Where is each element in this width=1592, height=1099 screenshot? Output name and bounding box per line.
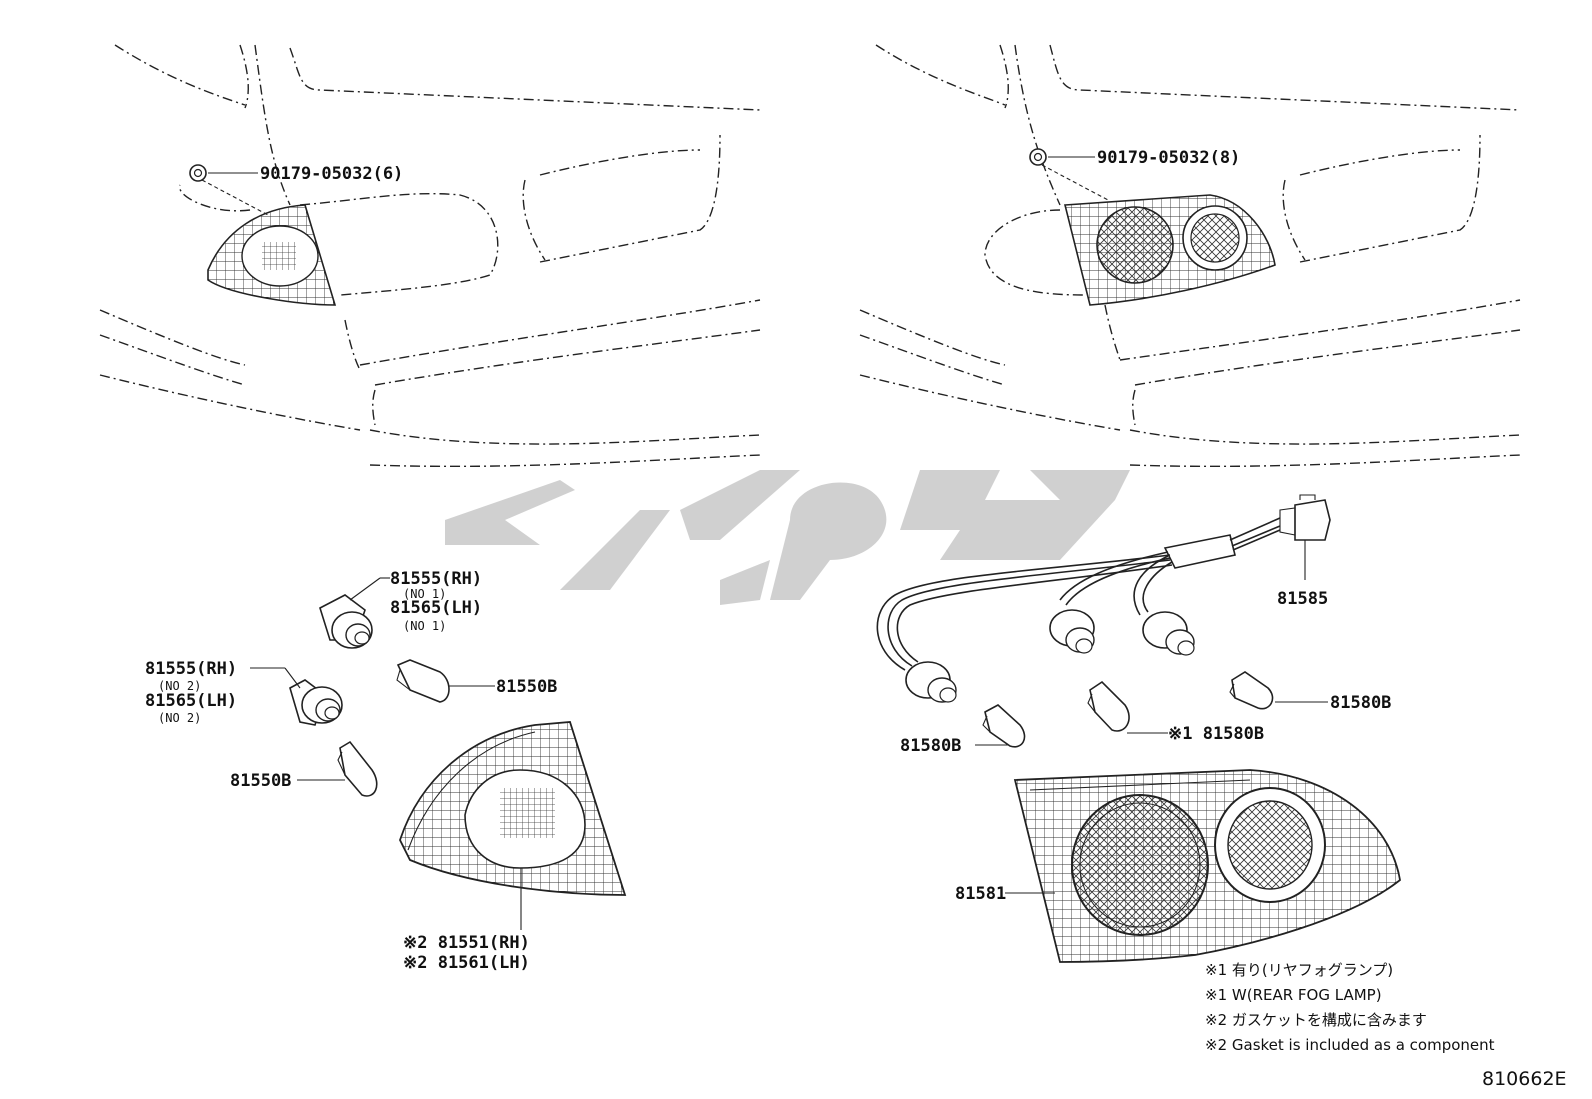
bulb-right-a (1229, 671, 1274, 710)
bulb-left-a (982, 704, 1026, 748)
label-socket-no2-lh: 81565(LH) (145, 691, 237, 711)
label-socket-no1-tag-a: (NO 1) (403, 587, 446, 601)
lens-assembly-left (399, 721, 627, 896)
label-screw-left: 90179-05032(6) (260, 164, 403, 184)
inner-lamp-right (1013, 769, 1401, 963)
label-bulb-upper: 81550B (496, 677, 557, 697)
label-socket-no2-tag-a: (NO 2) (158, 679, 201, 693)
label-bulb-fog: ※1 81580B (1168, 724, 1264, 744)
bulb-upper (396, 659, 450, 703)
label-socket-no1-lh: 81565(LH) (390, 598, 482, 618)
footnotes: ※1 有り(リヤフォグランプ) ※1 W(REAR FOG LAMP) ※2 ガ… (1205, 961, 1495, 1054)
note-4: ※2 Gasket is included as a component (1205, 1036, 1495, 1054)
label-bulb-lower: 81550B (230, 771, 291, 791)
socket-no1 (319, 594, 373, 649)
harness-socket-right (1142, 611, 1195, 656)
label-bulb-left-a: 81580B (900, 736, 961, 756)
right-car-body (859, 44, 1521, 468)
label-socket-no1-rh: 81555(RH) (390, 569, 482, 589)
note-2: ※1 W(REAR FOG LAMP) (1205, 986, 1382, 1004)
screw-icon (189, 164, 269, 216)
harness-socket-left (905, 661, 957, 703)
label-socket-no2-tag-b: (NO 2) (158, 711, 201, 725)
connector (1279, 494, 1331, 541)
watermark-logo (445, 470, 1130, 605)
left-installed-lamp (207, 204, 337, 306)
label-wire-harness: 81585 (1277, 589, 1328, 609)
label-bulb-right-a: 81580B (1330, 693, 1391, 713)
wire-harness (876, 517, 1281, 671)
label-inner-lamp: 81581 (955, 884, 1006, 904)
label-socket-no2-rh: 81555(RH) (145, 659, 237, 679)
label-screw-right: 90179-05032(8) (1097, 148, 1240, 168)
note-3: ※2 ガスケットを構成に含みます (1205, 1011, 1427, 1029)
label-socket-no1-tag-b: (NO 1) (403, 619, 446, 633)
note-1: ※1 有り(リヤフォグランプ) (1205, 961, 1393, 979)
right-installed-lamp (1063, 194, 1276, 306)
bulb-fog (1087, 680, 1130, 732)
label-lens-lh: ※2 81561(LH) (403, 953, 530, 973)
left-car-body (99, 44, 761, 468)
label-lens-rh: ※2 81551(RH) (403, 933, 530, 953)
diagram-code: 810662E (1482, 1068, 1567, 1090)
screw-icon (1029, 148, 1109, 201)
bulb-lower (337, 740, 378, 797)
socket-no2 (289, 679, 343, 726)
harness-socket-middle (1049, 609, 1095, 654)
